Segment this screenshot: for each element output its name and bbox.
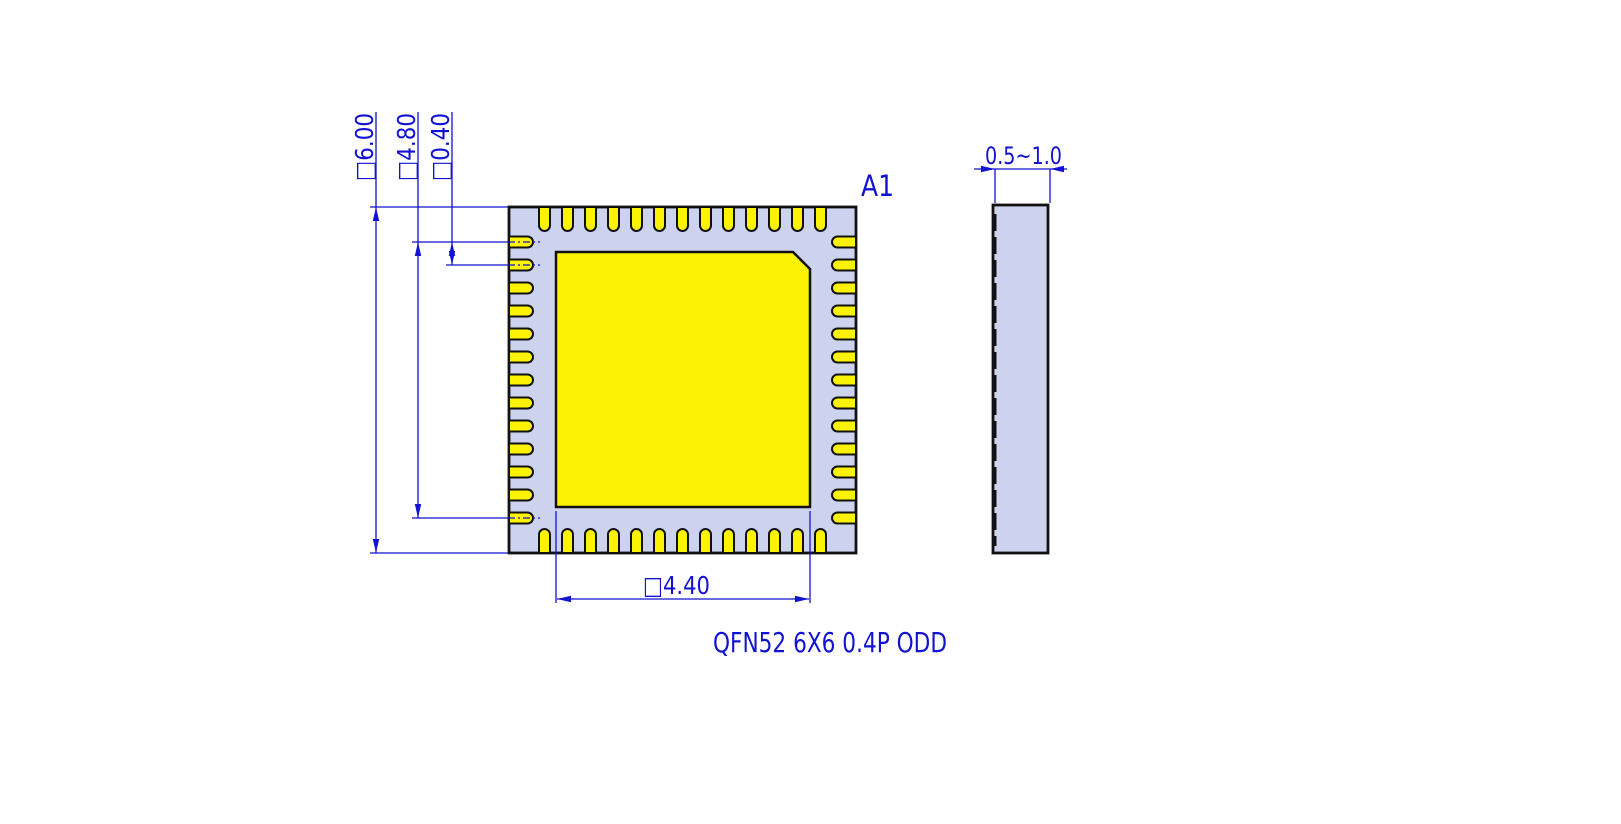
pin: [814, 206, 827, 232]
lead-pitch-label: □0.40: [426, 113, 455, 181]
side-view: [991, 203, 1050, 555]
pin: [538, 528, 551, 554]
pin: [722, 206, 735, 232]
pin: [814, 528, 827, 554]
pin: [508, 442, 534, 456]
pin: [508, 511, 534, 525]
lead-span-label: □4.80: [392, 113, 421, 181]
pin: [831, 511, 857, 525]
pin: [607, 206, 620, 232]
drawing-caption: QFN52 6X6 0.4P ODD: [713, 626, 947, 659]
side-view-body: [991, 203, 1050, 555]
arrow-right-icon: [981, 165, 995, 173]
pin: [508, 281, 534, 295]
pin: [831, 419, 857, 433]
arrow-down-icon: [448, 251, 456, 265]
pin: [508, 465, 534, 479]
pin: [745, 528, 758, 554]
pin: [508, 419, 534, 433]
pin: [538, 206, 551, 232]
thermal-pad-label: □4.40: [643, 571, 710, 600]
top-view: [507, 205, 858, 555]
arrow-up-icon: [372, 207, 380, 221]
pin1-marker-label: A1: [861, 169, 894, 203]
pin: [768, 206, 781, 232]
pin: [831, 350, 857, 364]
thermal-pad: [554, 250, 812, 509]
pin: [745, 206, 758, 232]
pin: [676, 528, 689, 554]
arrow-down-icon: [414, 504, 422, 518]
arrow-down-icon: [372, 539, 380, 553]
pin: [630, 528, 643, 554]
thickness-label: 0.5~1.0: [985, 142, 1062, 170]
pin: [831, 281, 857, 295]
pin: [508, 350, 534, 364]
pin: [831, 304, 857, 318]
pin: [831, 396, 857, 410]
pin: [831, 258, 857, 272]
pin: [791, 528, 804, 554]
pin: [831, 465, 857, 479]
dimension-thickness: 0.5~1.0: [974, 142, 1067, 203]
arrow-up-icon: [414, 242, 422, 256]
pin: [831, 442, 857, 456]
dimension-lead-pitch: □0.40: [426, 112, 540, 266]
pin: [768, 528, 781, 554]
dimension-thermal-pad: □4.40: [555, 511, 811, 603]
pin: [508, 258, 534, 272]
pins-layer: [508, 206, 857, 554]
pin: [831, 373, 857, 387]
pin: [508, 488, 534, 502]
body-size-label: □6.00: [350, 113, 379, 181]
arrow-right-icon: [795, 595, 809, 603]
pin: [561, 528, 574, 554]
pin: [584, 528, 597, 554]
pin: [508, 304, 534, 318]
pin: [722, 528, 735, 554]
pin: [508, 327, 534, 341]
dimension-body-size: □6.00: [350, 112, 508, 554]
pin: [653, 206, 666, 232]
pin: [699, 206, 712, 232]
arrow-left-icon: [1050, 165, 1064, 173]
pin: [508, 373, 534, 387]
dimension-lead-span: □4.80: [392, 112, 540, 519]
pin: [831, 488, 857, 502]
pin: [508, 396, 534, 410]
pin: [831, 235, 857, 249]
arrow-left-icon: [557, 595, 571, 603]
pin: [508, 235, 534, 249]
pin: [676, 206, 689, 232]
pin: [584, 206, 597, 232]
pin: [607, 528, 620, 554]
pin: [630, 206, 643, 232]
pin: [653, 528, 666, 554]
pin: [791, 206, 804, 232]
pin: [561, 206, 574, 232]
pin: [699, 528, 712, 554]
pin: [831, 327, 857, 341]
